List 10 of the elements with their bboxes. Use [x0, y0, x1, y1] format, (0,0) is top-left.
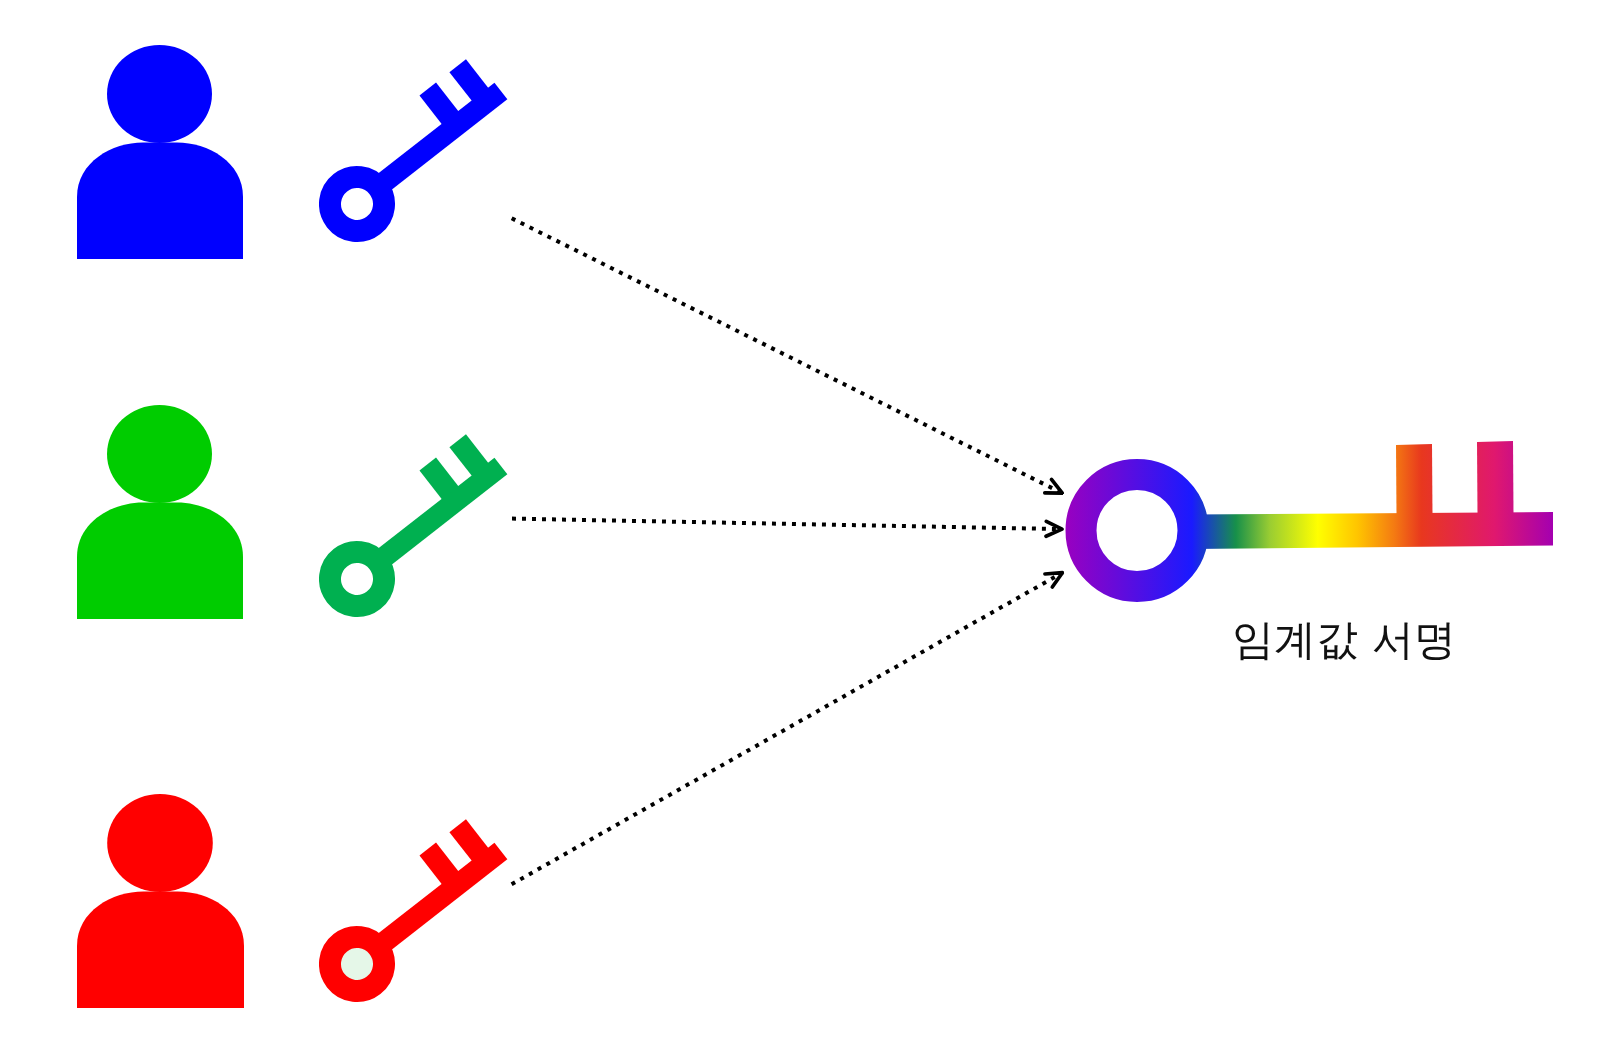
person-icon — [77, 793, 244, 1008]
arrow — [510, 570, 1065, 887]
arrow — [511, 516, 1064, 539]
arrow — [510, 216, 1065, 496]
key-icon — [319, 57, 509, 243]
person-icon — [77, 44, 243, 259]
key-icon — [319, 817, 509, 1003]
node-label: 임계값 서명 — [1232, 616, 1456, 665]
key-icon — [319, 432, 509, 618]
person-icon — [77, 404, 243, 619]
